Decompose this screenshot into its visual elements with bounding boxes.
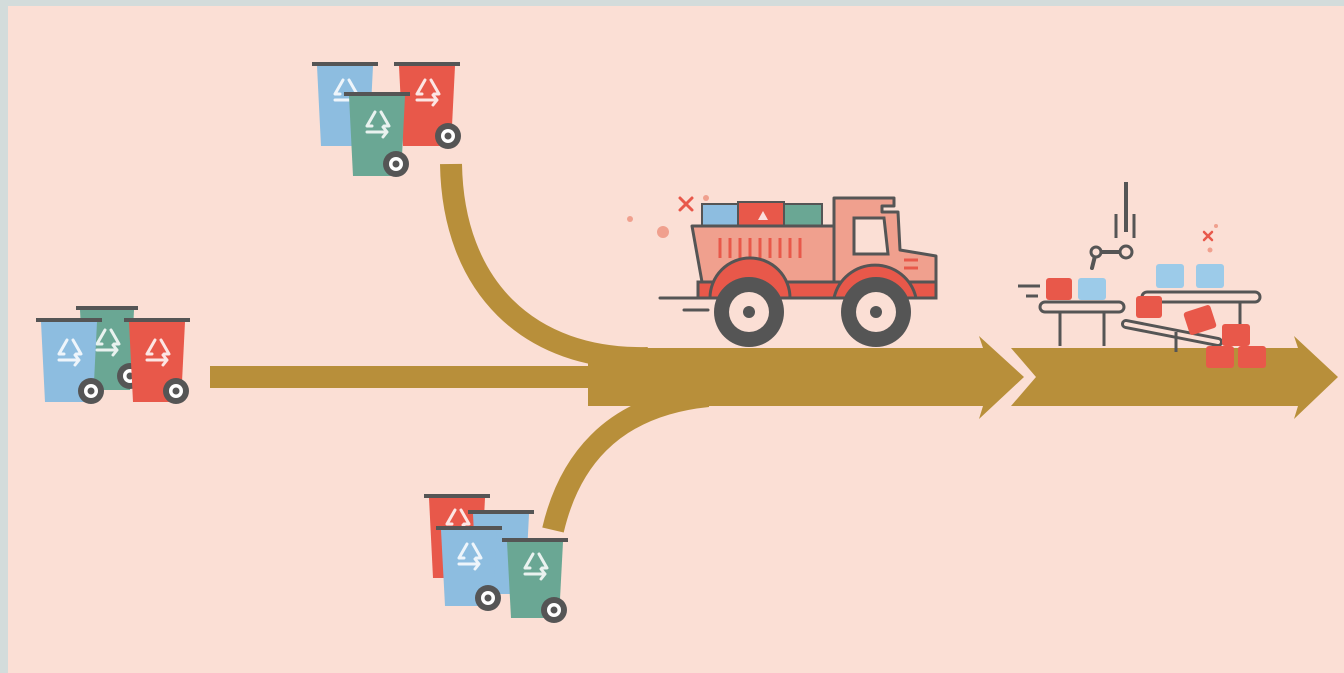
recycling-flow-diagram xyxy=(8,6,1344,673)
recycle-bin-icon xyxy=(124,318,190,404)
main-flow-line xyxy=(210,366,650,388)
bottom-branch-curve xyxy=(553,396,708,530)
bin-group-left xyxy=(36,306,190,404)
factory-line-icon xyxy=(1018,182,1266,368)
dump-truck-icon xyxy=(627,195,936,347)
recycle-bin-icon xyxy=(436,526,502,611)
recycle-bin-icon xyxy=(36,318,104,404)
bin-group-top xyxy=(312,62,461,177)
recycle-bin-icon xyxy=(502,538,568,623)
top-branch-curve xyxy=(451,164,648,358)
recycle-bin-icon xyxy=(344,92,410,177)
diagram-canvas xyxy=(8,6,1344,673)
